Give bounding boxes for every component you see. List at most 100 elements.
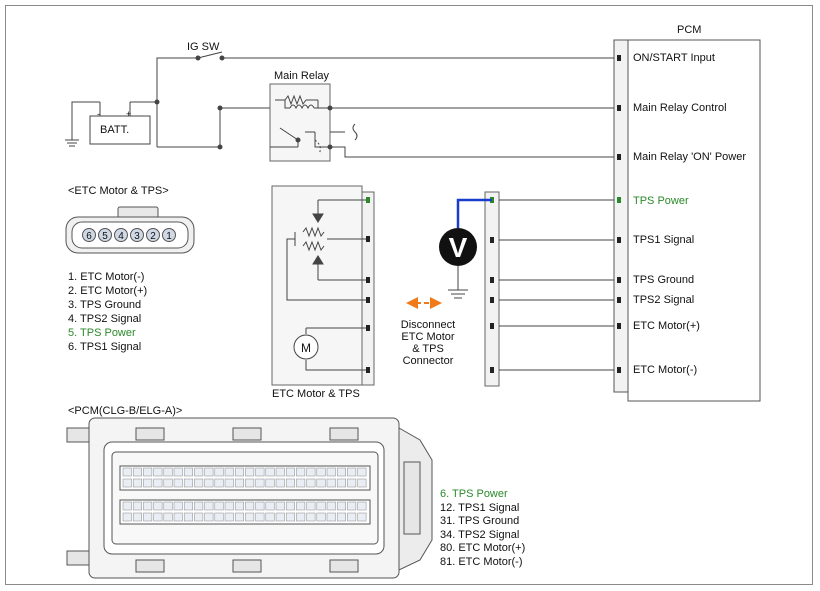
pcm-pin-cell xyxy=(234,467,244,477)
pcm-pin-cell xyxy=(316,512,326,522)
diagram-frame xyxy=(5,5,813,585)
pcm-connector-drawing xyxy=(66,417,433,579)
pcm-pin-cell xyxy=(357,467,367,477)
pcm-pin-label: ETC Motor(-) xyxy=(633,364,698,376)
pcm-pin-cell xyxy=(265,501,275,511)
pcm-pin-cell xyxy=(275,501,285,511)
pcm-pin-cell xyxy=(245,478,255,488)
disconnect-note-line: Connector xyxy=(402,355,454,367)
pcm-pin-label: Main Relay 'ON' Power xyxy=(633,151,747,163)
etc-connector-title: <ETC Motor & TPS> xyxy=(68,185,169,197)
pcm-pin-cell xyxy=(306,467,316,477)
legend-item: 34. TPS2 Signal xyxy=(440,528,520,541)
pcm-pin-cell xyxy=(296,512,306,522)
legend-item: 3. TPS Ground xyxy=(68,299,142,311)
pcm-pin-cell xyxy=(194,512,204,522)
etc-pin-label: 4 xyxy=(118,231,124,242)
pcm-pin-grid xyxy=(122,467,367,522)
pcm-pin-cell xyxy=(275,512,285,522)
pcm-pin-cell xyxy=(285,512,295,522)
signal-wires xyxy=(499,199,614,371)
pcm-pin-cell xyxy=(316,501,326,511)
legend-item: 12. TPS1 Signal xyxy=(440,501,520,514)
pcm-pin-cell xyxy=(122,501,132,511)
pcm-pin-cell xyxy=(255,467,265,477)
pcm-pin-cell xyxy=(306,501,316,511)
pcm-pin-cell xyxy=(214,512,224,522)
pcm-pin-cell xyxy=(173,501,183,511)
pcm-pin-cell xyxy=(357,478,367,488)
pcm-pin-cell xyxy=(183,467,193,477)
pcm-pin-cell xyxy=(265,512,275,522)
pcm-pin-cell xyxy=(245,467,255,477)
pcm-pin-cell xyxy=(234,512,244,522)
pcm-pin-cell xyxy=(194,478,204,488)
pin-markers xyxy=(366,55,621,373)
pcm-pin-cell xyxy=(163,512,173,522)
pcm-pin-cell xyxy=(326,501,336,511)
pcm-pin-cell xyxy=(173,478,183,488)
pcm-title: PCM xyxy=(677,24,702,36)
disconnect-note-line: & TPS xyxy=(412,343,444,355)
etc-pin-label: 1 xyxy=(166,231,172,242)
legend-item-highlight: 5. TPS Power xyxy=(68,327,136,339)
pcm-pin-cell xyxy=(132,512,142,522)
pcm-pin-cell xyxy=(316,467,326,477)
pcm-pin-cell xyxy=(336,478,346,488)
etc-connector-drawing xyxy=(65,206,195,254)
main-relay-label: Main Relay xyxy=(274,70,330,82)
etc-box xyxy=(271,185,375,386)
legend-item: 31. TPS Ground xyxy=(440,515,520,527)
etc-pin-label: 6 xyxy=(86,231,92,242)
battery-minus: - xyxy=(97,109,100,119)
pcm-connector-legend: 6. TPS Power 12. TPS1 Signal 31. TPS Gro… xyxy=(440,488,525,569)
middle-connector xyxy=(484,191,500,387)
pcm-pin-cell xyxy=(132,478,142,488)
pcm-pin-label: Main Relay Control xyxy=(633,102,727,114)
pcm-pin-cell xyxy=(316,478,326,488)
pcm-pin-cell xyxy=(336,467,346,477)
pcm-pin-label: ETC Motor(+) xyxy=(633,320,700,332)
pcm-pin-cell xyxy=(143,467,153,477)
pcm-pin-cell xyxy=(285,501,295,511)
pcm-pin-cell xyxy=(347,512,357,522)
pcm-pin-label: ON/START Input xyxy=(633,52,715,64)
pcm-pin-cell xyxy=(163,501,173,511)
pcm-pin-cell xyxy=(275,467,285,477)
pcm-pin-cell xyxy=(194,501,204,511)
battery-label: BATT. xyxy=(100,124,130,136)
pcm-pin-cell xyxy=(245,501,255,511)
pcm-pin-cell xyxy=(306,478,316,488)
pcm-pin-cell xyxy=(183,512,193,522)
voltmeter-symbol: V xyxy=(449,232,468,263)
etc-pin-label: 2 xyxy=(150,231,156,242)
pcm-pin-cell xyxy=(347,501,357,511)
disconnect-note-line: ETC Motor xyxy=(401,331,455,343)
pcm-pin-cell xyxy=(255,501,265,511)
pcm-pin-cell xyxy=(326,467,336,477)
legend-item: 6. TPS1 Signal xyxy=(68,341,142,353)
disconnect-note: Disconnect ETC Motor & TPS Connector xyxy=(393,319,463,367)
pcm-pin-label: TPS1 Signal xyxy=(633,234,695,246)
pcm-pin-cell xyxy=(183,501,193,511)
pcm-pin-cell xyxy=(214,467,224,477)
pcm-pin-cell xyxy=(245,512,255,522)
legend-item: 1. ETC Motor(-) xyxy=(68,271,145,283)
etc-connector-legend: 1. ETC Motor(-) 2. ETC Motor(+) 3. TPS G… xyxy=(68,270,147,354)
pcm-pin-cell xyxy=(224,501,234,511)
pcm-pin-label: TPS Power xyxy=(633,195,689,207)
pcm-pin-cell xyxy=(224,467,234,477)
pcm-pin-cell xyxy=(132,501,142,511)
pcm-pin-cell xyxy=(143,478,153,488)
legend-item-highlight: 6. TPS Power xyxy=(440,488,508,500)
pcm-box xyxy=(613,39,761,402)
etc-pin-label: 5 xyxy=(102,231,108,242)
pcm-pin-cell xyxy=(143,501,153,511)
legend-item: 4. TPS2 Signal xyxy=(68,313,142,325)
ig-switch-wiring xyxy=(65,51,614,150)
pcm-pin-cell xyxy=(163,478,173,488)
pcm-pin-label: TPS2 Signal xyxy=(633,294,695,306)
pcm-pin-cell xyxy=(336,501,346,511)
pcm-pin-cell xyxy=(204,501,214,511)
